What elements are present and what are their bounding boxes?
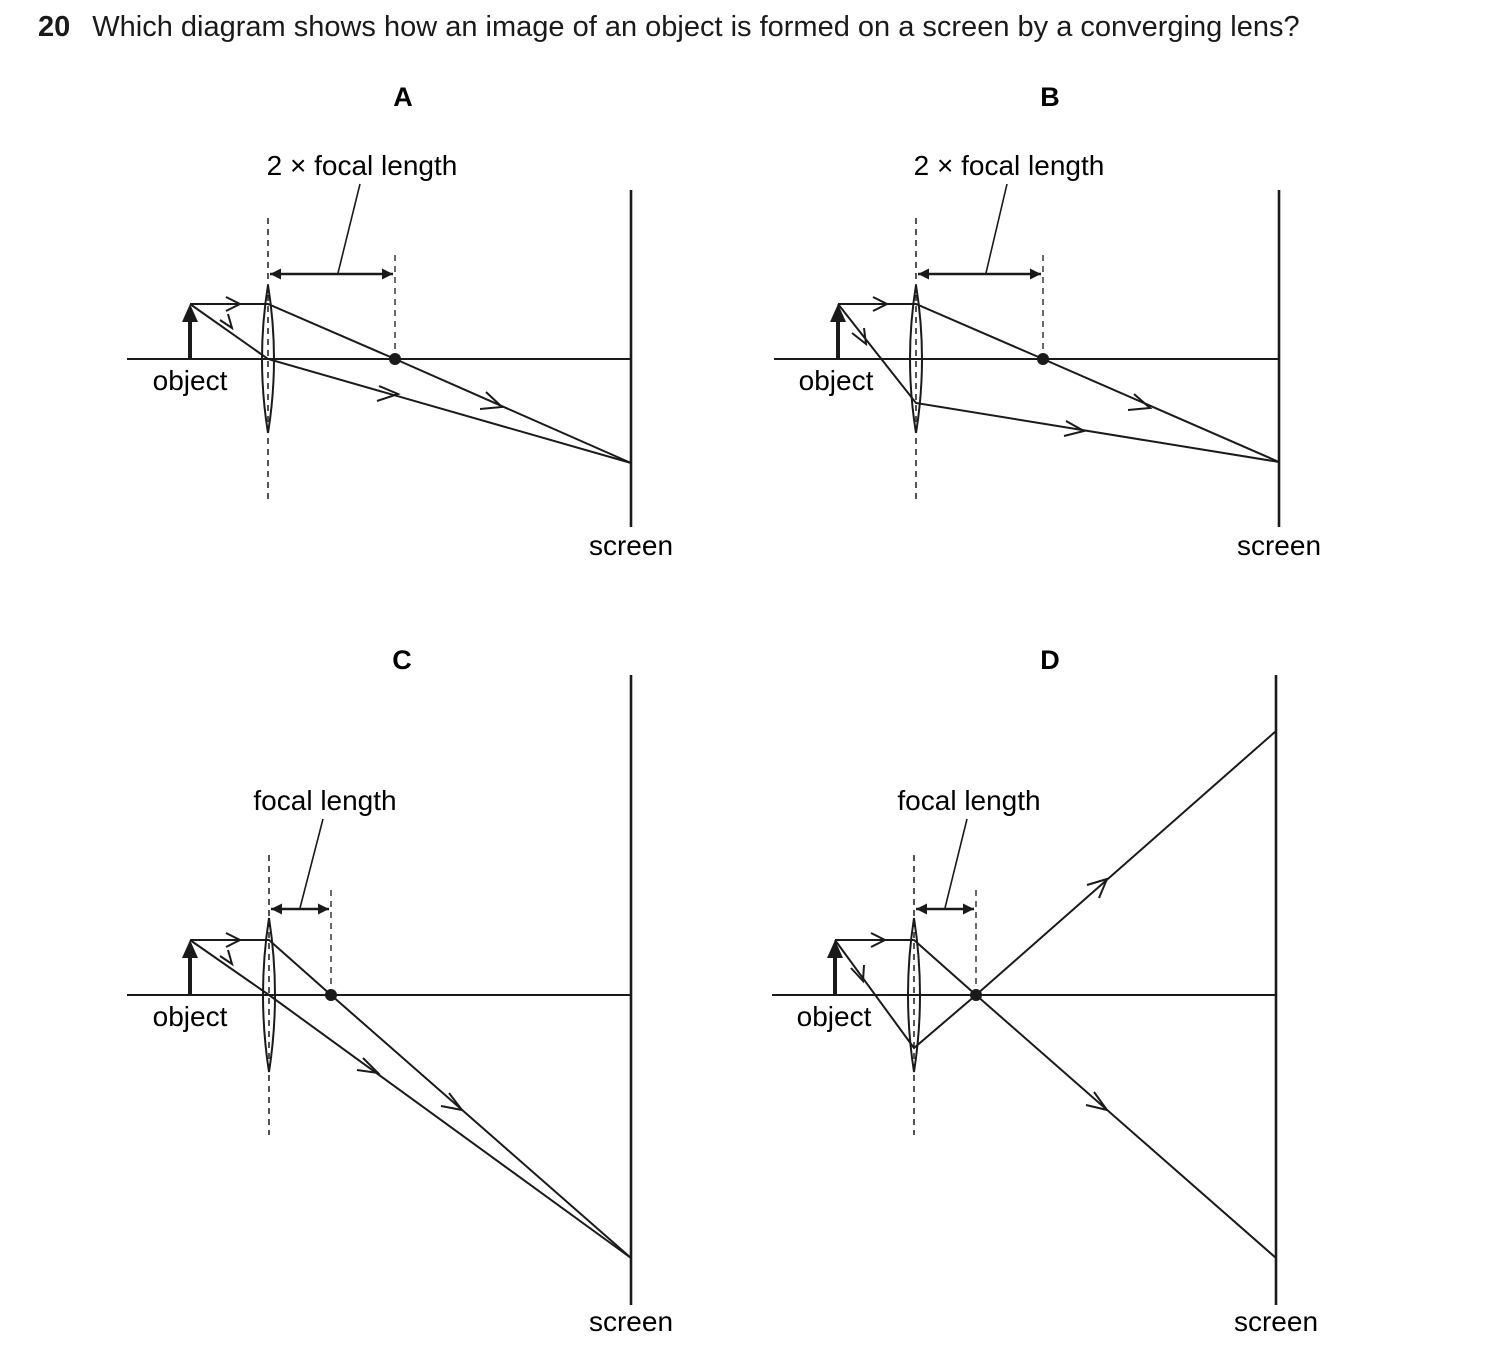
diagram-a[interactable]: A 2 × focal length screen object	[127, 82, 673, 561]
c-label-leader	[299, 818, 324, 909]
a-ray-parallel	[190, 303, 632, 464]
d-lens	[907, 917, 921, 1073]
option-b-label: B	[1040, 82, 1060, 112]
c-focal-point	[325, 989, 337, 1001]
d-object-label: object	[797, 1001, 872, 1032]
question-number: 20	[38, 11, 71, 43]
a-focal-point	[389, 353, 401, 365]
d-ray-parallel	[835, 939, 1277, 1259]
b-lens	[909, 284, 923, 434]
c-ray-centre	[189, 939, 632, 1259]
b-ray-parallel	[838, 303, 1280, 463]
a-object-label: object	[153, 365, 228, 396]
a-ray-centre	[189, 303, 632, 464]
b-ray-incorrect	[837, 303, 1280, 463]
question: 20 Which diagram shows how an image of an…	[38, 9, 1300, 45]
a-screen-label: screen	[589, 530, 673, 561]
b-length-label: 2 × focal length	[914, 150, 1105, 181]
a-label-leader	[337, 183, 361, 274]
option-d-label: D	[1040, 645, 1060, 675]
d-object-arrow	[827, 940, 843, 958]
diagram-c[interactable]: C focal length screen object	[127, 645, 673, 1337]
d-screen-label: screen	[1234, 1306, 1318, 1337]
d-label-leader	[944, 818, 968, 909]
d-length-label: focal length	[897, 785, 1040, 816]
diagram-b[interactable]: B 2 × focal length screen object	[774, 82, 1321, 561]
a-object-arrow	[182, 304, 198, 322]
c-lens	[262, 917, 276, 1073]
option-c-label: C	[392, 645, 412, 675]
b-object-arrow	[830, 304, 846, 322]
d-focal-point	[970, 989, 982, 1001]
option-a-label: A	[393, 82, 413, 112]
c-screen-label: screen	[589, 1306, 673, 1337]
b-focal-point	[1037, 353, 1049, 365]
b-object-label: object	[799, 365, 874, 396]
c-length-label: focal length	[253, 785, 396, 816]
c-object-label: object	[153, 1001, 228, 1032]
diagram-d[interactable]: D focal length screen object	[772, 645, 1318, 1337]
d-ray-incorrect	[834, 730, 1277, 1050]
a-lens	[261, 284, 275, 434]
a-length-label: 2 × focal length	[267, 150, 458, 181]
b-screen-label: screen	[1237, 530, 1321, 561]
c-object-arrow	[182, 940, 198, 958]
b-label-leader	[985, 183, 1008, 274]
c-ray-parallel	[190, 939, 632, 1259]
question-text: Which diagram shows how an image of an o…	[92, 11, 1300, 43]
